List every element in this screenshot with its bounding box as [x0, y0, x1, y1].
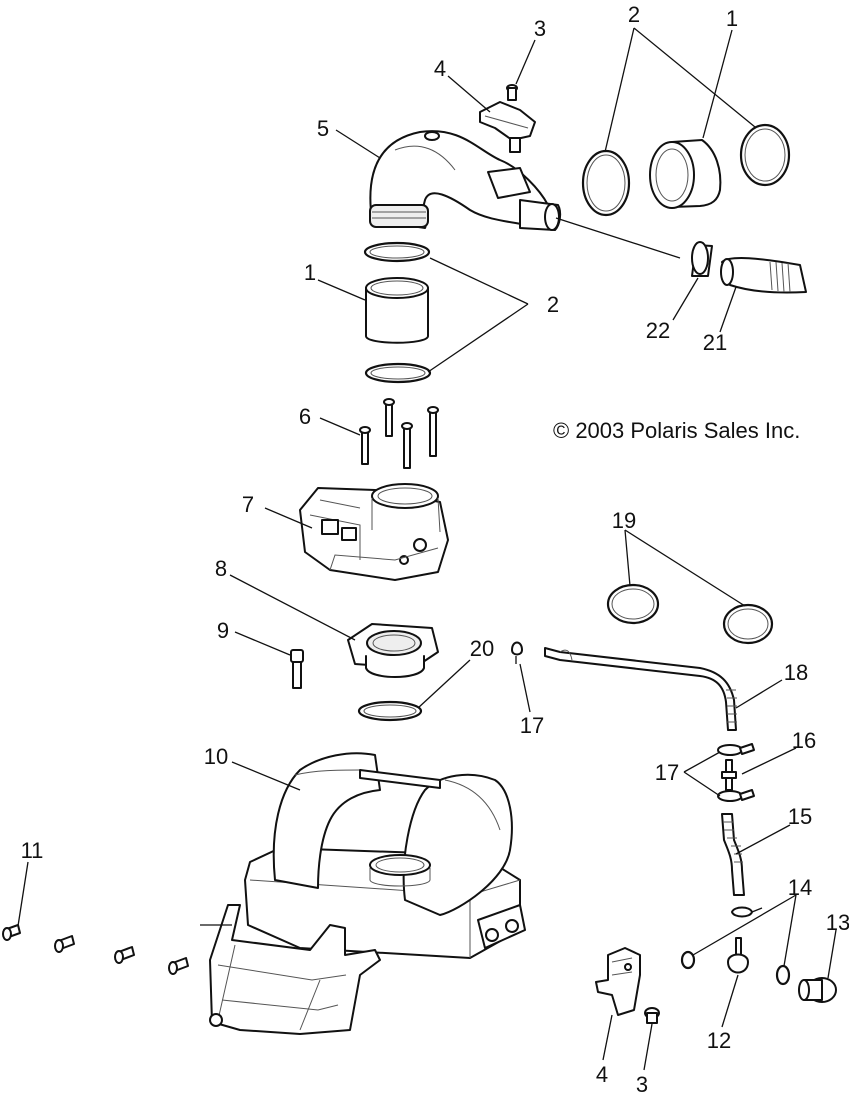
callout-19: 19 — [612, 508, 636, 533]
callout-17: 17 — [520, 713, 544, 738]
part-3-screw-bottom — [644, 1007, 660, 1024]
part-7-throttle-body — [299, 483, 449, 581]
copyright-notice: © 2003 Polaris Sales Inc. — [553, 418, 800, 443]
part-14-clip — [680, 906, 791, 986]
callout-15: 15 — [788, 804, 812, 829]
part-1-sleeve-center — [365, 277, 429, 344]
callout-4: 4 — [596, 1062, 608, 1087]
callout-9: 9 — [217, 618, 229, 643]
part-15-hose — [721, 813, 745, 896]
callout-2: 2 — [628, 2, 640, 27]
leader-lines — [17, 27, 837, 1071]
part-5-intake-elbow — [369, 130, 562, 231]
part-9-bolt — [290, 649, 304, 689]
part-13-plug — [798, 977, 837, 1003]
part-2-ring-right-top — [739, 123, 791, 187]
callout-6: 6 — [299, 404, 311, 429]
callout-17: 17 — [655, 760, 679, 785]
callout-22: 22 — [646, 318, 670, 343]
callouts: 1 2 3 4 5 1 2 22 21 6 7 19 8 9 20 17 18 … — [21, 2, 849, 1095]
callout-5: 5 — [317, 116, 329, 141]
part-17-clip-center — [511, 641, 523, 664]
part-2-ring-lower-center — [364, 362, 432, 384]
callout-14: 14 — [788, 875, 812, 900]
part-6-bolts — [359, 398, 439, 469]
callout-20: 20 — [470, 636, 494, 661]
callout-1: 1 — [726, 6, 738, 31]
callout-4: 4 — [434, 56, 446, 81]
callout-3: 3 — [636, 1072, 648, 1095]
callout-10: 10 — [204, 744, 228, 769]
part-4-bracket-bottom — [595, 947, 641, 1016]
part-3-screw-top — [506, 84, 518, 101]
callout-21: 21 — [703, 330, 727, 355]
callout-12: 12 — [707, 1028, 731, 1053]
callout-13: 13 — [826, 910, 849, 935]
part-8-flange — [347, 623, 439, 678]
part-18-hose — [544, 647, 737, 731]
part-11-screws — [2, 924, 189, 975]
part-16-connector — [721, 759, 737, 791]
part-21-hose — [720, 257, 807, 294]
part-2-ring-upper-center — [363, 241, 431, 263]
part-22-small-sleeve — [691, 241, 713, 277]
part-17-clip-lower — [717, 789, 755, 802]
part-4-sensor-top — [479, 101, 536, 153]
part-2-ring-left-top — [581, 149, 631, 217]
part-20-ring — [357, 700, 423, 722]
callout-11: 11 — [21, 838, 44, 863]
part-10-intake-manifold — [200, 752, 526, 1035]
callout-18: 18 — [784, 660, 808, 685]
part-1-sleeve-top — [649, 139, 722, 209]
part-12-fitting — [727, 937, 749, 974]
callout-16: 16 — [792, 728, 816, 753]
callout-7: 7 — [242, 492, 254, 517]
part-19-o-rings — [606, 583, 774, 645]
callout-3: 3 — [534, 16, 546, 41]
callout-8: 8 — [215, 556, 227, 581]
part-17-clip-upper — [717, 743, 755, 756]
callout-2: 2 — [547, 292, 559, 317]
callout-1: 1 — [304, 260, 316, 285]
